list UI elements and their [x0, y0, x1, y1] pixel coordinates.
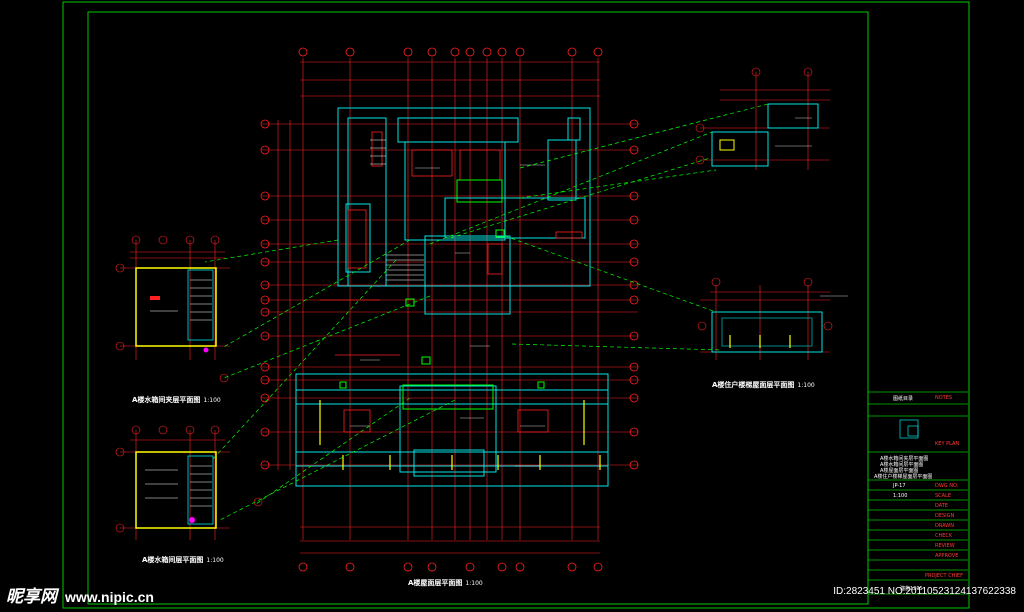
main-vertical-axes	[302, 58, 599, 540]
tb-row-3-cn: A楼水箱间层平面图	[880, 462, 924, 468]
tb-row-1-en: KEY PLAN	[935, 441, 960, 447]
tb-row-10-en: DRAWN	[935, 523, 954, 529]
tb-row-7-cn: 1:100	[893, 493, 908, 499]
watermark-brand: 昵享网 www.nipic.cn	[6, 582, 154, 607]
main-horizontal-axes	[262, 123, 638, 466]
watermark-brand-name: 昵享网	[6, 587, 57, 606]
sheet-inner-border	[87, 11, 869, 605]
main-axis-bubbles-left	[260, 119, 270, 470]
main-door-marks	[319, 400, 601, 470]
tb-row-6-cn: JP-17	[893, 483, 906, 489]
watermark-url: www.nipic.cn	[65, 589, 154, 605]
tb-row-5-cn: A楼住户楼梯屋面层平面图	[874, 474, 933, 480]
caption-main-plan-text: A楼屋面层平面图	[408, 579, 463, 587]
main-stairs	[370, 139, 424, 281]
main-bottom-dimensions	[300, 526, 600, 554]
main-left-dimensions	[277, 120, 291, 470]
caption-cistern-level-text: A楼水箱间层平面图	[142, 556, 204, 564]
roof-detail-top-right	[695, 67, 830, 170]
caption-cistern-mezzanine-scale: 1:100	[203, 397, 221, 404]
main-top-dimensions	[300, 61, 600, 97]
cistern-level-plan	[115, 425, 263, 540]
cistern-mezzanine-plan	[115, 235, 230, 383]
main-axis-bubbles-right	[629, 119, 639, 470]
green-leader-lines	[204, 103, 769, 521]
tb-row-13-en: APPROVE	[935, 553, 959, 559]
caption-cistern-mezzanine-text: A楼水箱间夹层平面图	[132, 396, 201, 404]
title-block-grid	[868, 391, 968, 595]
caption-household-stair-scale: 1:100	[797, 382, 815, 389]
main-axis-bubbles-bottom	[298, 562, 603, 572]
caption-cistern-level-scale: 1:100	[206, 557, 224, 564]
caption-household-stair-text: A楼住户楼梯屋面层平面图	[712, 381, 795, 389]
caption-main-plan-scale: 1:100	[465, 580, 483, 587]
tb-row-8-en: DATE	[935, 503, 949, 509]
tb-row-0-cn: 图纸目录	[893, 396, 914, 402]
tb-row-9-en: DESIGN	[935, 513, 955, 519]
tb-row-7-en: SCALE	[935, 493, 952, 499]
tb-row-12-en: REVIEW	[935, 543, 955, 549]
tb-row-2-cn: A楼水箱间夹层平面图	[880, 456, 929, 462]
main-walls	[295, 107, 609, 487]
main-red-details	[320, 131, 583, 433]
main-annotation-ticks	[350, 164, 545, 467]
watermark-id: ID:2823451 NO:20110523124137622338	[833, 586, 1016, 597]
tb-row-14-en: PROJECT CHIEF	[925, 573, 963, 579]
tb-row-11-en: CHECK	[935, 533, 953, 539]
household-stair-roof-plan	[697, 277, 848, 360]
main-axis-bubbles-top	[298, 47, 603, 57]
tb-row-0-en: NOTES	[935, 395, 953, 401]
key-plan-sketch	[899, 419, 919, 439]
main-roof-plan	[260, 47, 639, 572]
main-green-openings	[339, 179, 545, 410]
sheet-outer-border	[62, 1, 970, 609]
tb-row-4-cn: A楼屋面层平面图	[880, 468, 919, 474]
tb-row-15-cn: 建施1205	[900, 586, 923, 592]
tb-row-6-en: DWG NO.	[935, 483, 959, 489]
